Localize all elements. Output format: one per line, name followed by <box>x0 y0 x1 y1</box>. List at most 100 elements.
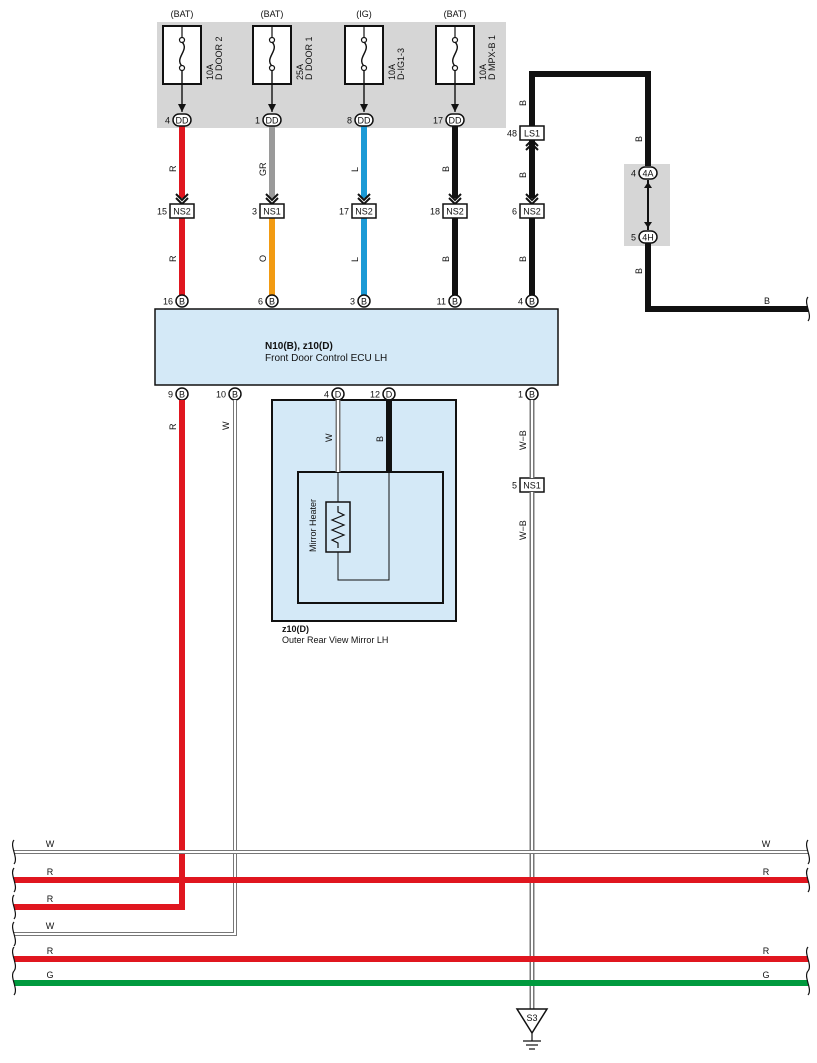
junction-arrow-up <box>644 182 652 188</box>
ecu-bottom-pin-4-pin: 12 <box>370 390 380 400</box>
cann-wire-label: W <box>221 421 231 430</box>
bus-label-right-6: G <box>762 970 769 980</box>
bus-break-left-2 <box>11 867 17 893</box>
ls1-connector <box>519 125 545 141</box>
gnd-connector-pin: 5 <box>512 481 517 491</box>
ns-connector-2-pin: 3 <box>252 207 257 217</box>
bus-label-right-1: W <box>762 839 771 849</box>
ns-connector-4 <box>442 203 468 219</box>
ecu-bottom-pin-2-label: B <box>232 390 238 400</box>
ecu-top-pin-5-label: B <box>529 297 535 307</box>
ecu-top-pin-5 <box>525 294 539 308</box>
ground-triangle <box>515 1008 549 1035</box>
ls1-wire-above: B <box>518 100 528 106</box>
gnd-wire-label-lower: W−B <box>518 520 528 540</box>
ecu-top-pin-3 <box>357 294 371 308</box>
bus-label-left-5: R <box>47 946 54 956</box>
ns-connector-2-label: NS1 <box>263 207 281 217</box>
bus-break-right-6 <box>805 970 811 996</box>
ns-connector-5-label: NS2 <box>523 207 541 217</box>
ecu-bottom-pin-1-pin: 9 <box>168 390 173 400</box>
junction-4a-label: 4A <box>642 169 653 179</box>
wire-label-l4: B <box>441 256 451 262</box>
right-wire-bottom: B <box>634 268 644 274</box>
fuse-arrow-1 <box>178 104 186 112</box>
fuse-name-4: D MPX-B 1 <box>487 35 497 80</box>
fuse-connector-1 <box>172 113 192 127</box>
right-branch-break <box>805 296 811 322</box>
fuse-connector-4-label: DD <box>449 116 462 126</box>
junction-4h-label: 4H <box>642 233 654 243</box>
fuse-connector-1-label: DD <box>176 116 189 126</box>
bus-label-left-4: W <box>46 921 55 931</box>
ecu-top-pin-2-label: B <box>269 297 275 307</box>
wire-label-l3: L <box>350 257 360 262</box>
fuse-supply-2: (BAT) <box>261 9 284 19</box>
fuse-terminal-bottom-2 <box>268 64 276 72</box>
ns-connector-5 <box>519 203 545 219</box>
fuse-terminal-top-2 <box>268 36 276 44</box>
wire-label-u2: GR <box>258 162 268 176</box>
fuse-terminal-bottom-1 <box>178 64 186 72</box>
wire-cann-inner <box>14 400 236 935</box>
wire-label-u4: B <box>441 166 451 172</box>
ecu-bottom-pin-5-label: B <box>529 390 535 400</box>
bus-label-left-6: G <box>46 970 53 980</box>
bus-label-left-1: W <box>46 839 55 849</box>
fuse-terminal-bottom-4 <box>451 64 459 72</box>
ecu-top-pin-4-pin: 11 <box>437 297 446 307</box>
ns-connector-4-pin: 18 <box>430 207 440 217</box>
ecu-bottom-pin-4-label: D <box>386 390 393 400</box>
bus-label-right-2: R <box>763 867 770 877</box>
fuse-rating-1: 10A <box>205 64 215 80</box>
mirror-heater-label: Mirror Heater <box>308 499 318 552</box>
mirror-inner-box <box>297 471 444 604</box>
ecu-title: N10(B), z10(D) <box>265 341 333 352</box>
fuse-terminal-top-1 <box>178 36 186 44</box>
htr-minus-wire-label: B <box>375 436 385 442</box>
junction-arrow-down <box>644 222 652 228</box>
wire-label-l5: B <box>518 256 528 262</box>
fuse-arrow-3 <box>360 104 368 112</box>
ns-connector-2-chevron-a <box>265 193 279 202</box>
ground-label: S3 <box>526 1013 537 1023</box>
mirror-title: z10(D) <box>282 624 309 634</box>
gnd-connector-label: NS1 <box>523 481 541 491</box>
fuse-name-2: D DOOR 1 <box>304 36 314 80</box>
fuse-terminal-top-4 <box>451 36 459 44</box>
ns-connector-3-chevron-a <box>357 193 371 202</box>
ns-connector-1-pin: 15 <box>157 207 167 217</box>
fuse-supply-3: (IG) <box>356 9 372 19</box>
bus-break-left-1 <box>11 839 17 865</box>
ecu-top-pin-3-pin: 3 <box>350 297 355 307</box>
ns-connector-3-label: NS2 <box>355 207 373 217</box>
ecu-bottom-pin-3-pin: 4 <box>324 390 329 400</box>
ecu-top-pin-5-pin: 4 <box>518 297 523 307</box>
junction-4h <box>638 230 658 244</box>
junction-4h-pin: 5 <box>631 233 636 243</box>
fuse-supply-1: (BAT) <box>171 9 194 19</box>
fuse-name-1: D DOOR 2 <box>214 36 224 80</box>
ecu-subtitle: Front Door Control ECU LH <box>265 353 387 364</box>
ns-connector-1-chevron-a <box>175 193 189 202</box>
ecu-bottom-pin-3-label: D <box>335 390 342 400</box>
ecu-top-pin-1-pin: 16 <box>163 297 173 307</box>
fuse-connector-3-pin: 8 <box>347 116 352 126</box>
mirror-subtitle: Outer Rear View Mirror LH <box>282 635 388 645</box>
fuse-arrow-2 <box>268 104 276 112</box>
ns-connector-3 <box>351 203 377 219</box>
ecu-top-pin-3-label: B <box>361 297 367 307</box>
fuse-arrow-4 <box>451 104 459 112</box>
ecu-bottom-pin-2-pin: 10 <box>216 390 226 400</box>
bus-break-left-3 <box>11 894 17 920</box>
bus-break-right-2 <box>805 867 811 893</box>
ecu-top-pin-1 <box>175 294 189 308</box>
ecu-bottom-pin-5-pin: 1 <box>518 390 523 400</box>
ecu-bottom-pin-1-label: B <box>179 390 185 400</box>
ns-connector-4-chevron-a <box>448 193 462 202</box>
fuse-connector-4-pin: 17 <box>433 116 443 126</box>
fuse-connector-2 <box>262 113 282 127</box>
ecu-top-pin-2-pin: 6 <box>258 297 263 307</box>
wire-right-branch <box>645 242 808 312</box>
